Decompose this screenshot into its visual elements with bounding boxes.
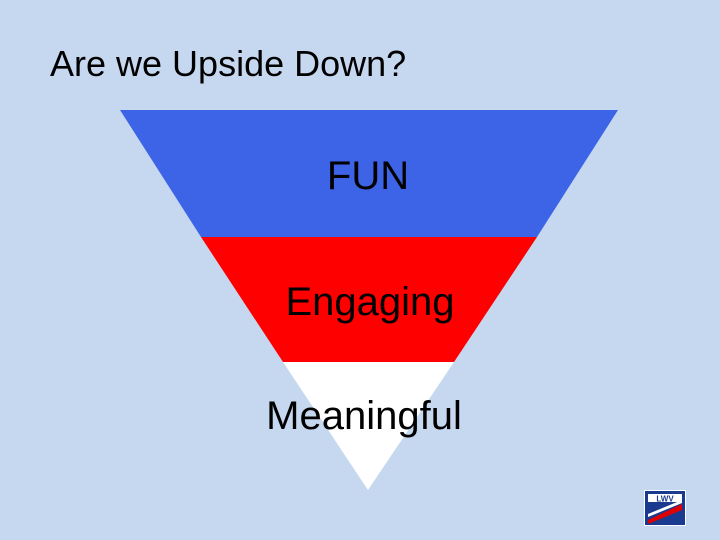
funnel-label-meaningful: Meaningful — [266, 394, 462, 438]
lwv-logo: LWV — [644, 490, 686, 526]
funnel-layer-engaging — [201, 237, 537, 362]
slide-title: Are we Upside Down? — [50, 43, 407, 84]
funnel-layer-fun — [120, 110, 618, 237]
funnel-layer-meaningful — [283, 362, 454, 490]
funnel-label-engaging: Engaging — [285, 280, 455, 324]
logo-text: LWV — [656, 495, 674, 504]
funnel-label-fun: FUN — [326, 154, 410, 198]
